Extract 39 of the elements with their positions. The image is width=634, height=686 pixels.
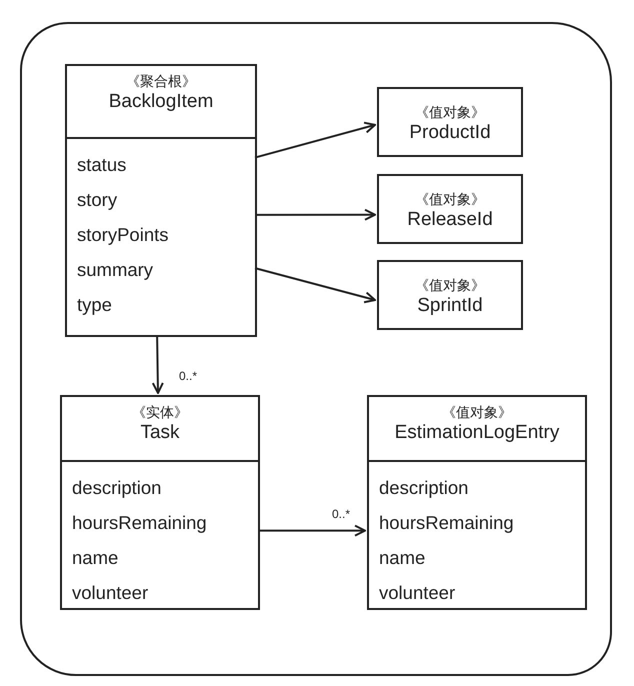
stereotype-label: 《值对象》: [414, 103, 486, 121]
association-arrow: [254, 122, 376, 159]
attribute-label: description: [71, 476, 162, 500]
stereotype-label: 《值对象》: [414, 276, 486, 294]
stereotype-label: 《聚合根》: [125, 72, 197, 90]
association-arrow: [152, 334, 164, 394]
stereotype-label: 《值对象》: [414, 190, 486, 208]
class-name: Task: [139, 421, 181, 445]
class-name: BacklogItem: [108, 90, 214, 114]
stereotype-label: 《值对象》: [441, 403, 513, 421]
class-name: ProductId: [408, 121, 492, 145]
class-name: ReleaseId: [406, 208, 494, 232]
class-box: [377, 87, 523, 157]
attribute-label: name: [378, 546, 426, 570]
multiplicity-label: 0..*: [178, 369, 198, 383]
multiplicity-label: 0..*: [331, 506, 352, 521]
attribute-label: type: [76, 293, 113, 317]
association-arrow: [255, 208, 376, 221]
class-box: [60, 395, 260, 610]
class-name: EstimationLogEntry: [394, 421, 560, 445]
aggregate-boundary: [20, 22, 612, 676]
attribute-label: description: [378, 476, 470, 500]
attribute-label: name: [71, 546, 120, 570]
association-arrow: [254, 267, 376, 304]
class-box: [377, 174, 523, 244]
class-box: [367, 395, 587, 610]
attribute-label: status: [76, 153, 128, 177]
class-box: [65, 64, 257, 337]
stereotype-label: 《实体》: [131, 403, 189, 421]
class-name: SprintId: [416, 294, 484, 318]
attribute-label: storyPoints: [76, 223, 170, 247]
attribute-label: volunteer: [378, 581, 456, 605]
attribute-label: volunteer: [71, 581, 150, 605]
attribute-label: summary: [76, 258, 154, 282]
attribute-label: story: [76, 188, 118, 212]
class-box: [377, 260, 523, 330]
attribute-label: hoursRemaining: [378, 511, 515, 535]
association-arrow: [258, 524, 366, 537]
attribute-label: hoursRemaining: [71, 511, 208, 535]
